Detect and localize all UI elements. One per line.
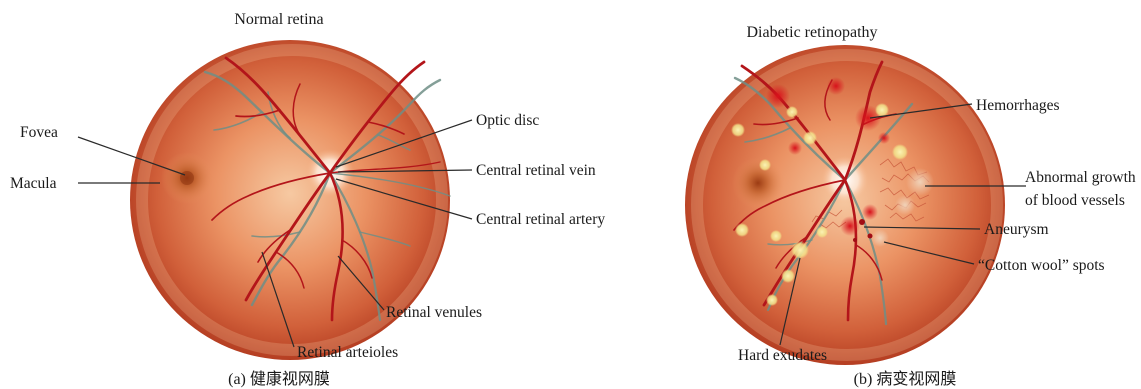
abnormal-growth-label-line1: Abnormal growth: [1025, 169, 1136, 186]
macula-label: Macula: [10, 175, 57, 192]
panel-a-title: Normal retina: [234, 11, 323, 28]
retinal-arteioles-label: Retinal arteioles: [297, 344, 398, 361]
optic-disc-label: Optic disc: [476, 112, 539, 129]
normal-retina-panel: Normal retina: [10, 11, 605, 388]
panel-a-caption: (a) 健康视网膜: [228, 370, 330, 388]
hemorrhages-label: Hemorrhages: [976, 97, 1060, 114]
central-retinal-artery-label: Central retinal artery: [476, 211, 605, 228]
aneurysm-label: Aneurysm: [984, 221, 1049, 238]
fovea-label: Fovea: [20, 124, 58, 141]
diabetic-retina-panel: Diabetic retinopathy: [685, 24, 1136, 388]
abnormal-growth-label-line2: of blood vessels: [1025, 192, 1125, 209]
diseased-retina-fundus: [685, 45, 1005, 365]
central-retinal-vein-label: Central retinal vein: [476, 162, 596, 179]
hard-exudates-label: Hard exudates: [738, 347, 827, 364]
cotton-wool-label: “Cotton wool” spots: [978, 257, 1105, 274]
panel-b-title: Diabetic retinopathy: [746, 24, 877, 41]
retinal-venules-label: Retinal venules: [386, 304, 482, 321]
panel-b-caption: (b) 病变视网膜: [854, 370, 957, 388]
fovea-pit: [180, 171, 194, 185]
